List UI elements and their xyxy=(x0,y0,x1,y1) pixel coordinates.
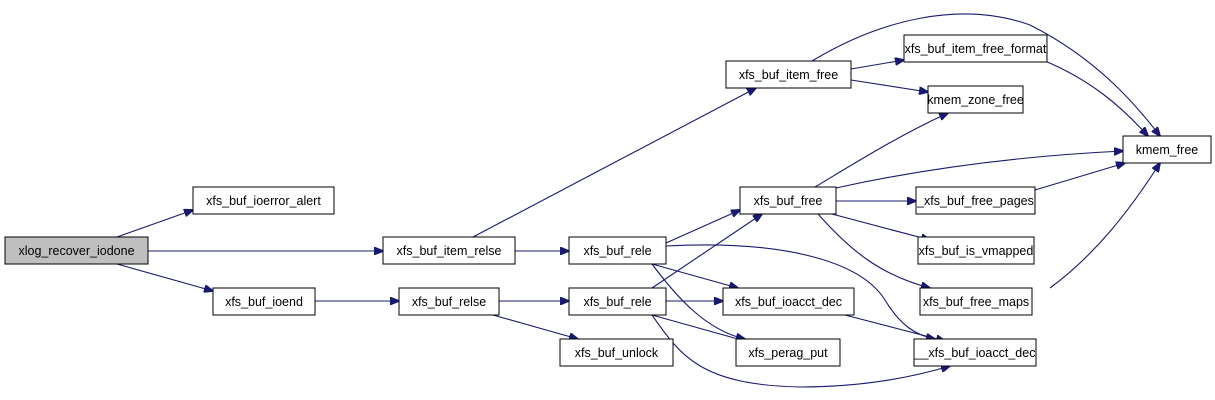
edge-xlog-recover-iodone-to-xfs-buf-ioerror-alert xyxy=(116,210,193,238)
node-xfs-buf-free[interactable]: xfs_buf_free xyxy=(739,186,837,215)
edge-xfs-buf-free-to-kmem-zone-free xyxy=(814,113,948,188)
node-xfs-buf-rele-upper[interactable]: xfs_buf_rele xyxy=(568,236,667,265)
node-xlog-recover-iodone[interactable]: xlog_recover_iodone xyxy=(4,236,149,265)
node-label: xfs_buf_item_free xyxy=(739,68,838,82)
node-label: kmem_zone_free xyxy=(927,93,1024,107)
node-label: xfs_buf_rele xyxy=(583,244,651,258)
node-label: xfs_buf_ioend xyxy=(225,295,303,309)
node-xfs-buf-is-vmapped[interactable]: xfs_buf_is_vmapped xyxy=(917,236,1035,265)
node-label: xfs_buf_ioerror_alert xyxy=(206,194,321,208)
node-label: _xfs_buf_free_pages xyxy=(916,194,1034,208)
edge-xfs-buf-item-free-to-xfs-buf-item-free-format xyxy=(850,60,904,70)
edge-xfs-buf-ioacct-dec-to---xfs-buf-ioacct-dec xyxy=(844,314,945,341)
node-label: xfs_perag_put xyxy=(748,346,828,360)
edge--xfs-buf-free-pages-to-kmem-free xyxy=(1034,163,1125,191)
edge-xfs-buf-rele-b-to---xfs-buf-ioacct-dec xyxy=(651,314,950,388)
node-label: xfs_buf_item_free_format xyxy=(905,42,1047,56)
node-label: xfs_buf_free_maps xyxy=(923,295,1029,309)
node-xfs-buf-ioerror-alert[interactable]: xfs_buf_ioerror_alert xyxy=(192,186,335,215)
node-xfs-buf-item-free-format[interactable]: xfs_buf_item_free_format xyxy=(903,34,1048,63)
node-xfs-buf-free-pages[interactable]: _xfs_buf_free_pages xyxy=(915,186,1036,215)
node-xfs-buf-rele-lower[interactable]: xfs_buf_rele xyxy=(568,287,667,316)
nodes-layer: xlog_recover_iodone xfs_buf_ioerror_aler… xyxy=(4,34,1212,367)
edge-xlog-recover-iodone-to-xfs-buf-ioend xyxy=(116,263,213,291)
node-xfs-perag-put[interactable]: xfs_perag_put xyxy=(735,338,841,367)
node-xfs-buf-ioend[interactable]: xfs_buf_ioend xyxy=(212,287,316,316)
node-label: __xfs_buf_ioacct_dec xyxy=(914,346,1036,360)
node-label: xlog_recover_iodone xyxy=(18,244,134,258)
node-label: xfs_buf_relse xyxy=(412,295,486,309)
node-label: kmem_free xyxy=(1136,143,1199,157)
node-xfs-buf-unlock[interactable]: xfs_buf_unlock xyxy=(559,338,674,367)
edge-xfs-buf-relse-to-xfs-buf-unlock xyxy=(492,314,578,339)
edge-xfs-buf-item-free-format-to-kmem-free xyxy=(1044,60,1148,136)
node-xfs-buf-ioacct-dec[interactable]: xfs_buf_ioacct_dec xyxy=(722,287,855,316)
node-label: xfs_buf_item_relse xyxy=(397,244,502,258)
node-xfs-buf-item-relse[interactable]: xfs_buf_item_relse xyxy=(382,236,516,265)
edge-xfs-buf-rele-a-to-xfs-perag-put xyxy=(651,263,745,339)
edge-xfs-buf-rele-a-to-xfs-buf-free xyxy=(665,210,740,244)
node-xfs-buf-ioacct-dec-inner[interactable]: __xfs_buf_ioacct_dec xyxy=(913,338,1037,367)
node-label: xfs_buf_is_vmapped xyxy=(919,244,1034,258)
node-kmem-zone-free[interactable]: kmem_zone_free xyxy=(927,85,1024,114)
edge-xfs-buf-free-maps-to-kmem-free xyxy=(1049,163,1160,289)
node-kmem-free[interactable]: kmem_free xyxy=(1122,135,1212,164)
node-xfs-buf-free-maps[interactable]: xfs_buf_free_maps xyxy=(919,287,1033,316)
edges-layer xyxy=(116,13,1160,388)
node-xfs-buf-relse[interactable]: xfs_buf_relse xyxy=(398,287,500,316)
node-label: xfs_buf_unlock xyxy=(575,346,659,360)
edge-xfs-buf-rele-a-to---xfs-buf-ioacct-dec xyxy=(665,244,935,339)
edge-xfs-buf-rele-b-to-xfs-buf-free xyxy=(651,214,762,289)
edge-xfs-buf-item-free-to-kmem-free xyxy=(811,13,1160,136)
node-label: xfs_buf_ioacct_dec xyxy=(735,295,842,309)
node-xfs-buf-item-free[interactable]: xfs_buf_item_free xyxy=(725,60,852,89)
edge-xfs-buf-rele-b-to-xfs-perag-put xyxy=(651,314,745,341)
edge-xfs-buf-free-to-xfs-buf-free-maps xyxy=(817,213,930,288)
edge-xfs-buf-free-to-kmem-free xyxy=(835,151,1123,189)
edge-xfs-buf-item-relse-to-xfs-buf-item-free xyxy=(472,88,756,238)
node-label: xfs_buf_rele xyxy=(583,295,651,309)
edge-xfs-buf-free-to-xfs-buf-is-vmapped xyxy=(831,213,930,240)
node-label: xfs_buf_free xyxy=(754,194,823,208)
edge-xfs-buf-item-free-to-kmem-zone-free xyxy=(850,79,928,92)
edge-xfs-buf-rele-a-to-xfs-buf-ioacct-dec xyxy=(651,263,738,288)
